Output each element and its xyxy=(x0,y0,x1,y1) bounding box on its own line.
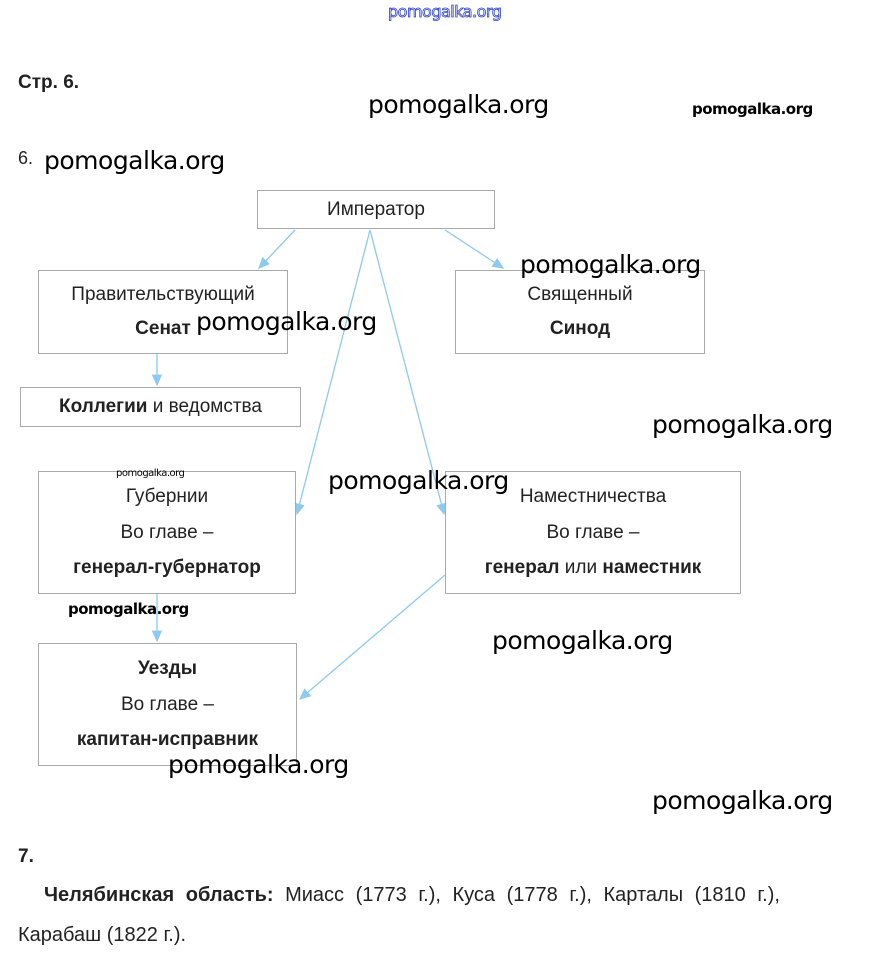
watermark: pomogalka.org xyxy=(328,466,509,495)
watermark: pomogalka.org xyxy=(196,307,377,336)
task-7-line2: Карабаш (1822 г.). xyxy=(18,924,187,946)
task-6-number: 6. xyxy=(18,148,34,168)
gubernii-line1: Губернии xyxy=(125,485,209,507)
gubernii-line2: Во главе – xyxy=(120,521,214,543)
box-uezdy: Уезды Во главе – капитан-исправник xyxy=(38,643,297,766)
namestnichestva-line2: Во главе – xyxy=(546,521,640,543)
line3b: или xyxy=(559,557,603,579)
cities-text: Миасс (1773 г.), Куса (1778 г.), Карталы… xyxy=(273,884,780,906)
collegia-rest: и ведомства xyxy=(147,396,263,417)
emperor-label: Император xyxy=(327,198,425,220)
uezdy-line3: капитан-исправник xyxy=(76,729,259,751)
box-synod: Священный Синод xyxy=(455,270,705,354)
namestnichestva-line3: генерал или наместник xyxy=(446,557,740,579)
watermark: pomogalka.org xyxy=(692,100,813,118)
task-7-number: 7. xyxy=(18,846,34,867)
arrow-emperor-namestnichestva xyxy=(369,229,447,516)
uezdy-line2: Во главе – xyxy=(121,693,214,715)
watermark: pomogalka.org xyxy=(652,786,833,815)
box-collegia: Коллегии и ведомства xyxy=(20,387,301,427)
senate-line1: Правительствующий xyxy=(71,283,255,305)
synod-line2: Синод xyxy=(549,318,611,340)
line3c: наместник xyxy=(602,557,702,579)
task-7-line1: Челябинская область: Миасс (1773 г.), Ку… xyxy=(44,884,884,907)
namestnichestva-line1: Наместничества xyxy=(519,485,667,507)
arrow-emperor-senate xyxy=(258,229,296,269)
watermark: pomogalka.org xyxy=(652,410,833,439)
box-namestnichestva: Наместничества Во главе – генерал или на… xyxy=(445,471,741,594)
synod-line1: Священный xyxy=(527,283,633,305)
watermark: pomogalka.org xyxy=(520,250,701,279)
arrow-emperor-gubernii xyxy=(294,229,371,516)
box-senate: Правительствующий Сенат xyxy=(38,270,288,354)
watermark: pomogalka.org xyxy=(168,750,349,779)
box-gubernii: Губернии Во главе – генерал-губернатор xyxy=(38,471,296,594)
watermark: pomogalka.org xyxy=(368,90,549,119)
arrow-namestnichestva-uezdy xyxy=(299,574,446,700)
watermark: pomogalka.org xyxy=(116,468,185,479)
watermark: pomogalka.org xyxy=(388,2,503,22)
senate-line2: Сенат xyxy=(135,318,191,340)
page-header: Стр. 6. xyxy=(18,72,80,93)
watermark: pomogalka.org xyxy=(492,626,673,655)
watermark: pomogalka.org xyxy=(68,600,189,618)
box-emperor: Император xyxy=(257,190,495,229)
watermark: pomogalka.org xyxy=(44,146,225,175)
collegia-bold: Коллегии xyxy=(58,396,148,417)
gubernii-line3: генерал-губернатор xyxy=(73,557,261,579)
region-label: Челябинская область: xyxy=(44,884,274,906)
uezdy-line1: Уезды xyxy=(138,657,197,679)
line3a: генерал xyxy=(484,557,560,579)
arrow-emperor-synod xyxy=(444,229,505,269)
